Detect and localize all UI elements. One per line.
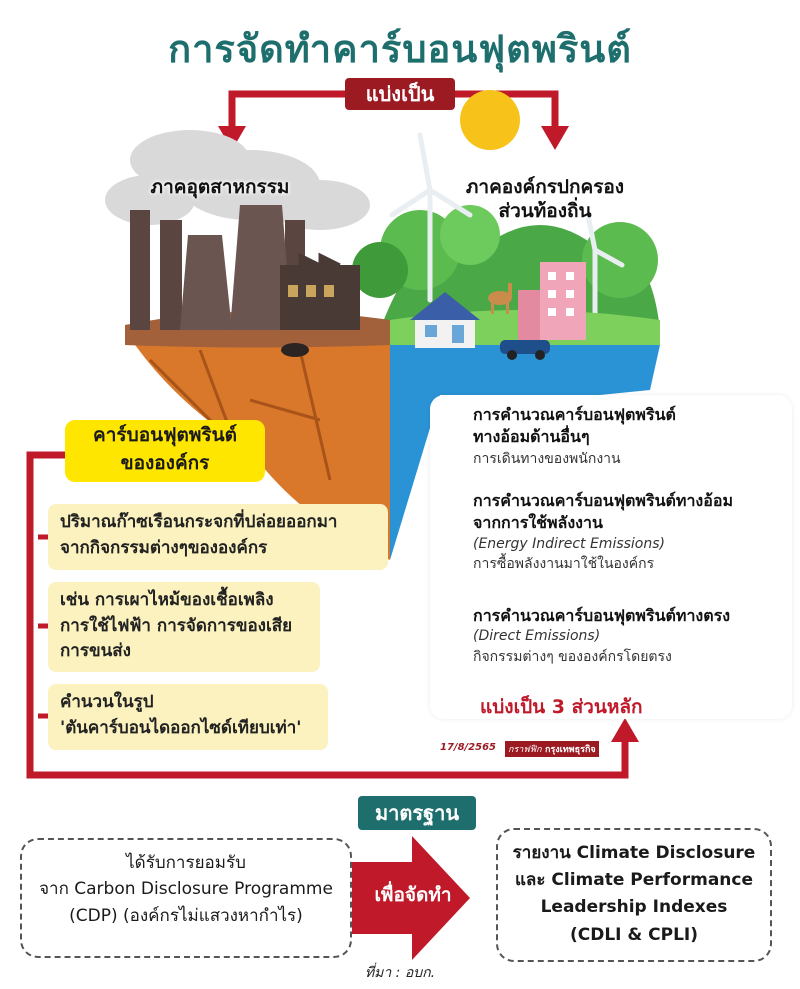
org-box1-line1: ปริมาณก๊าซเรือนกระจกที่ปล่อยออกมา: [60, 512, 338, 532]
org-box2-line3: การขนส่ง: [60, 641, 131, 661]
standard-badge: มาตรฐาน: [358, 796, 476, 830]
left-box-line1: ได้รับการยอมรับ: [126, 853, 246, 873]
org-box1-line2: จากกิจกรรมต่างๆขององค์กร: [60, 537, 268, 558]
building-icon: [518, 262, 586, 340]
smoke-cloud: [105, 130, 370, 230]
source-note: ที่มา : อบก.: [364, 965, 436, 981]
calc-item-3-english: (Direct Emissions): [473, 628, 601, 645]
page-title: การจัดทำคาร์บอนฟุตพรินต์: [168, 27, 632, 71]
calc-item-2-title-line1: การคำนวณคาร์บอนฟุตพรินต์ทางอ้อม: [473, 491, 733, 510]
calc-item-1-title-line1: การคำนวณคาร์บอนฟุตพรินต์: [473, 405, 676, 424]
org-box3-line2: 'ตันคาร์บอนไดออกไซด์เทียบเท่า': [60, 717, 302, 738]
wind-turbine-icon: [389, 132, 625, 323]
left-box-line3: (CDP) (องค์กรไม่แสวงหากำไร): [69, 905, 303, 926]
calc-item-2-title-line2: จากการใช้พลังงาน: [473, 513, 603, 533]
calc-item-1-title-line2: ทางอ้อมด้านอื่นๆ: [473, 427, 590, 447]
org-title-line2: ขององค์กร: [120, 451, 210, 474]
calc-item-1-desc: การเดินทางของพนักงาน: [473, 450, 621, 467]
org-unit-box: คำนวนในรูป 'ตันคาร์บอนไดออกไซด์เทียบเท่า…: [48, 684, 328, 750]
org-examples-box: เช่น การเผาไหม้ของเชื้อเพลิง การใช้ไฟฟ้า…: [48, 582, 320, 672]
credit-source: กรุงเทพธุรกิจ: [542, 741, 599, 757]
calc-item-3-title-line1: การคำนวณคาร์บอนฟุตพรินต์ทางตรง: [473, 606, 731, 625]
calc-item-other-indirect: การคำนวณคาร์บอนฟุตพรินต์ ทางอ้อมด้านอื่น…: [473, 404, 798, 469]
divide-badge: แบ่งเป็น: [345, 78, 455, 110]
right-box-line4: (CDLI & CPLI): [569, 924, 699, 945]
local-gov-label-line1: ภาคองค์กรปกครอง: [465, 176, 625, 198]
calc-item-2-english: (Energy Indirect Emissions): [473, 535, 666, 552]
left-connector: [26, 451, 639, 779]
right-box-line1: รายงาน Climate Disclosure: [512, 843, 756, 863]
right-box-line2: และ Climate Performance: [514, 870, 754, 891]
arrow-right-icon: [352, 836, 470, 960]
credit-date: 17/8/2565: [440, 742, 497, 753]
sun-icon: [460, 90, 520, 150]
org-box2-line2: การใช้ไฟฟ้า การจัดการของเสีย: [60, 615, 293, 636]
org-definition-box: ปริมาณก๊าซเรือนกระจกที่ปล่อยออกมา จากกิจ…: [48, 504, 388, 570]
right-box-line3: Leadership Indexes: [540, 897, 728, 918]
calc-item-direct: การคำนวณคาร์บอนฟุตพรินต์ทางตรง (Direct E…: [473, 605, 798, 667]
credit-label: กราฟฟิก: [505, 741, 545, 757]
deer-icon: [488, 283, 512, 314]
org-title-line1: คาร์บอนฟุตพรินต์: [93, 424, 237, 446]
house-icon: [410, 292, 480, 348]
arrow-label: เพื่อจัดทำ: [374, 884, 452, 906]
factory-icon: [130, 205, 360, 357]
calc-item-2-desc: การซื้อพลังงานมาใช้ในองค์กร: [473, 556, 655, 573]
calc-item-3-desc: กิจกรรมต่างๆ ขององค์กรโดยตรง: [473, 648, 672, 665]
industry-sector-label: ภาคอุตสาหกรรม: [150, 176, 290, 198]
local-gov-sector-label: ภาคองค์กรปกครอง ส่วนท้องถิ่น: [425, 176, 665, 224]
car-icon: [500, 340, 550, 360]
cdp-recognition-box: ได้รับการยอมรับ จาก Carbon Disclosure Pr…: [20, 838, 352, 958]
calc-item-energy-indirect: การคำนวณคาร์บอนฟุตพรินต์ทางอ้อม จากการใช…: [473, 490, 798, 575]
local-gov-label-line2: ส่วนท้องถิ่น: [498, 199, 592, 222]
org-box2-line1: เช่น การเผาไหม้ของเชื้อเพลิง: [60, 590, 274, 610]
org-box3-line1: คำนวนในรูป: [60, 692, 154, 712]
calculation-panel: [430, 395, 792, 719]
org-footprint-title: คาร์บอนฟุตพรินต์ ขององค์กร: [65, 420, 265, 482]
left-box-line2: จาก Carbon Disclosure Programme: [39, 879, 333, 900]
three-parts-label: แบ่งเป็น 3 ส่วนหลัก: [480, 696, 643, 718]
climate-report-box: รายงาน Climate Disclosure และ Climate Pe…: [496, 828, 772, 962]
